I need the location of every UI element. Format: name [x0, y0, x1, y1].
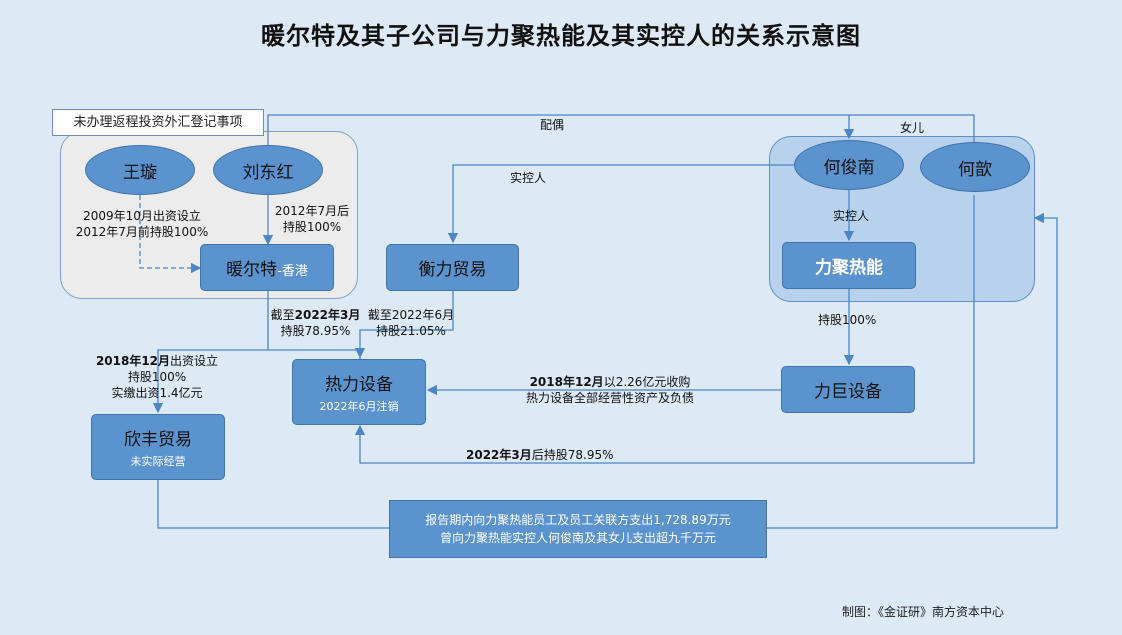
- label-xinfeng: 2018年12月出资设立 持股100% 实缴出资1.4亿元: [86, 353, 228, 401]
- label-controller-liju: 实控人: [833, 209, 870, 223]
- label-liu-line2: 持股100%: [282, 220, 342, 234]
- label-heng-reli: 截至2022年6月 持股21.05%: [363, 307, 459, 339]
- label-nuan-reli: 截至2022年3月 持股78.95%: [268, 307, 363, 339]
- controller-hengli-line: [447, 164, 795, 244]
- nuanerte-suffix: -香港: [277, 264, 308, 279]
- label-xinfeng-date: 2018年12月: [95, 354, 171, 368]
- label-liu: 2012年7月后 持股100%: [272, 203, 352, 235]
- daughter-line: [849, 114, 975, 145]
- xinfeng-name: 欣丰贸易: [124, 430, 192, 450]
- label-liu-line1: 2012年7月后: [274, 204, 350, 218]
- node-hexin: 何歆: [920, 142, 1030, 192]
- xinfeng-report-line: [157, 480, 389, 529]
- report-line1: 报告期内向力聚热能员工及员工关联方支出1,728.89万元: [425, 513, 731, 527]
- node-liudonghong: 刘东红: [213, 145, 323, 195]
- node-liju-equipment: 力巨设备: [781, 366, 915, 413]
- forex-note: 未办理返程投资外汇登记事项: [52, 109, 264, 136]
- report-line2: 曾向力聚热能实控人何俊南及其女儿支出超九千万元: [439, 531, 716, 545]
- node-liju: 力聚热能: [782, 242, 916, 289]
- label-acq-amount: 以2.26亿元收购: [603, 375, 691, 389]
- hengli-reli-line: [354, 291, 454, 359]
- label-nuan-reli-date: 2022年3月: [294, 308, 361, 322]
- label-nuan-reli-prefix: 截至: [270, 308, 295, 322]
- label-controller-hengli: 实控人: [510, 171, 547, 185]
- label-heng-reli-line1: 截至2022年6月: [367, 308, 455, 322]
- label-xinfeng-share: 持股100%: [127, 370, 187, 384]
- xinfeng-status: 未实际经营: [130, 455, 186, 468]
- label-daughter: 女儿: [900, 121, 925, 135]
- node-nuanerte: 暖尔特-香港: [200, 244, 334, 291]
- label-hexin-date: 2022年3月: [466, 448, 532, 462]
- node-hejunnan: 何俊南: [794, 140, 904, 190]
- label-nuan-reli-share: 持股78.95%: [280, 324, 351, 338]
- diagram-title: 暖尔特及其子公司与力聚热能及其实控人的关系示意图: [261, 22, 861, 50]
- label-wang-line2: 2012年7月前持股100%: [75, 225, 209, 239]
- wang-nuan-line: [139, 195, 202, 274]
- label-acq-date: 2018年12月: [529, 375, 604, 389]
- liju-equipment-name: 力巨设备: [814, 382, 882, 402]
- label-wang: 2009年10月出资设立 2012年7月前持股100%: [72, 208, 212, 240]
- reli-name: 热力设备: [325, 375, 393, 395]
- label-xinfeng-action: 出资设立: [170, 354, 219, 368]
- nuanerte-name: 暖尔特: [226, 260, 278, 280]
- credit: 制图：《金证研》南方资本中心: [842, 605, 1005, 619]
- label-liju-hold: 持股100%: [818, 313, 877, 327]
- nuan-xinfeng-line: [152, 349, 268, 414]
- label-hexin-reli: 2022年3月后持股78.95%: [466, 447, 614, 463]
- label-acquisition: 2018年12月以2.26亿元收购 热力设备全部经营性资产及负债: [500, 374, 720, 406]
- label-heng-reli-line2: 持股21.05%: [376, 324, 446, 338]
- node-reli: 热力设备 2022年6月注销: [292, 359, 426, 425]
- hengli-name: 衡力贸易: [418, 260, 487, 280]
- reli-status: 2022年6月注销: [319, 400, 399, 413]
- label-xinfeng-capital: 实缴出资1.4亿元: [111, 386, 203, 400]
- node-wangxuan: 王璇: [85, 145, 195, 195]
- liju-name: 力聚热能: [815, 258, 883, 278]
- spouse-line: [267, 114, 855, 145]
- hexin-reli-line: [354, 195, 975, 464]
- node-xinfeng: 欣丰贸易 未实际经营: [91, 414, 225, 480]
- node-hengli: 衡力贸易: [386, 244, 519, 291]
- label-hexin-share: 后持股78.95%: [531, 448, 614, 462]
- report-box: 报告期内向力聚热能员工及员工关联方支出1,728.89万元 曾向力聚热能实控人何…: [389, 500, 767, 558]
- report-group-line: [767, 212, 1058, 529]
- label-spouse: 配偶: [540, 118, 565, 132]
- label-wang-line1: 2009年10月出资设立: [83, 209, 201, 223]
- label-acq-scope: 热力设备全部经营性资产及负债: [525, 391, 694, 405]
